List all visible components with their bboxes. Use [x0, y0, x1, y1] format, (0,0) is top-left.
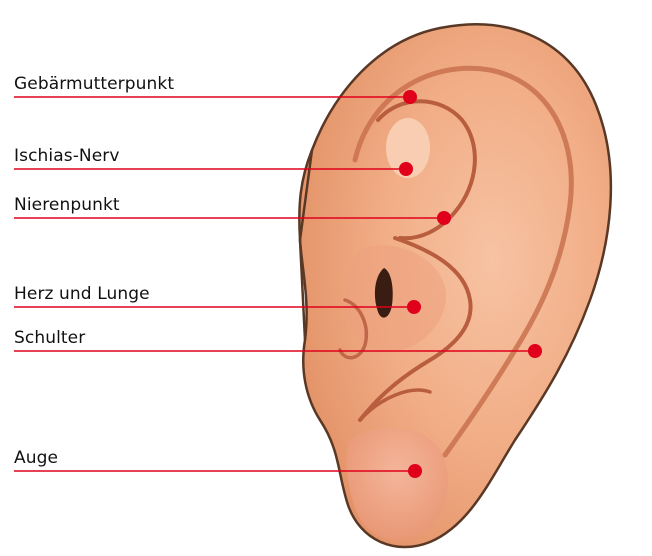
label-schulter: Schulter — [14, 328, 85, 348]
point-gebaermutterpunkt — [403, 90, 417, 104]
label-nierenpunkt: Nierenpunkt — [14, 195, 120, 215]
point-ischias-nerv — [399, 162, 413, 176]
label-gebaermutterpunkt: Gebärmutterpunkt — [14, 74, 174, 94]
outer-ear — [299, 24, 611, 547]
point-herz-und-lunge — [407, 300, 421, 314]
label-ischias-nerv: Ischias-Nerv — [14, 146, 120, 166]
label-herz-und-lunge: Herz und Lunge — [14, 284, 150, 304]
label-auge: Auge — [14, 448, 58, 468]
point-schulter — [528, 344, 542, 358]
point-auge — [408, 464, 422, 478]
point-nierenpunkt — [437, 211, 451, 225]
